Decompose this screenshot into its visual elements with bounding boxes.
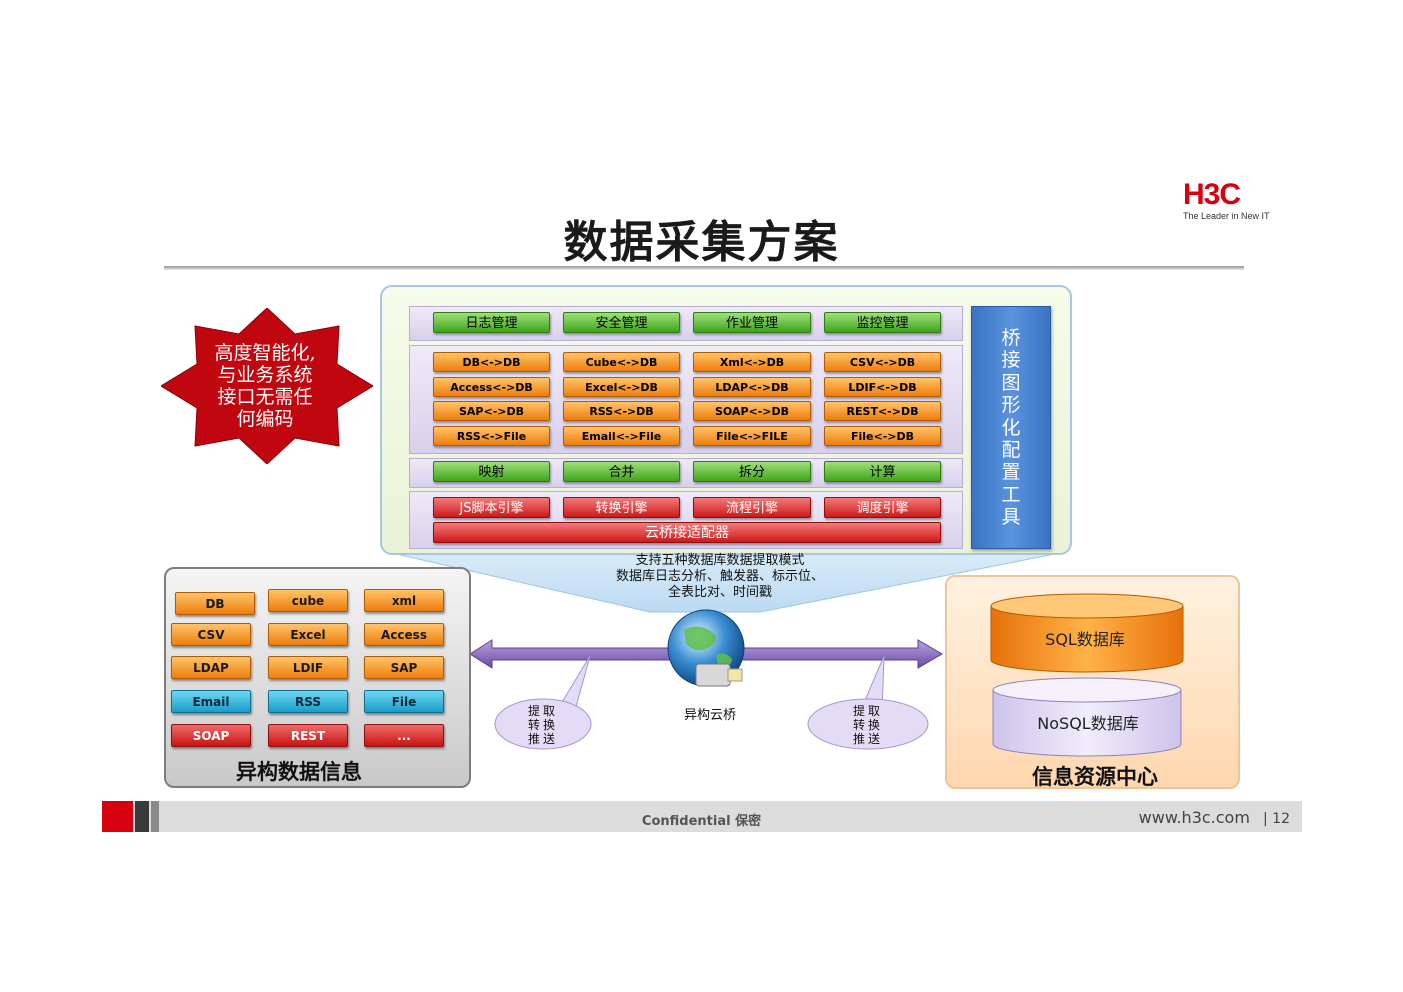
- source-item[interactable]: DB: [175, 592, 255, 615]
- footer-url[interactable]: www.h3c.com: [1138, 808, 1250, 827]
- footer-bar: [102, 801, 1302, 832]
- extraction-line: 支持五种数据库数据提取模式: [635, 553, 805, 568]
- badge-line: 何编码: [236, 408, 294, 430]
- badge-text: 高度智能化, 与业务系统 接口无需任 何编码: [180, 342, 350, 430]
- adapter-item[interactable]: LDIF<->DB: [824, 377, 941, 397]
- source-item[interactable]: RSS: [268, 690, 348, 713]
- tool-char: 形: [1001, 394, 1021, 417]
- source-item[interactable]: Access: [364, 623, 444, 646]
- adapter-item[interactable]: Access<->DB: [433, 377, 550, 397]
- btn-compute[interactable]: 计算: [824, 461, 941, 482]
- adapter-item[interactable]: Email<->File: [563, 426, 680, 446]
- hub-label: 异构云桥: [683, 708, 736, 723]
- adapter-item[interactable]: DB<->DB: [433, 352, 550, 372]
- adapter-item[interactable]: RSS<->File: [433, 426, 550, 446]
- btn-schedule-engine[interactable]: 调度引擎: [824, 497, 941, 518]
- tool-char: 置: [1001, 461, 1021, 484]
- adapter-item[interactable]: CSV<->DB: [824, 352, 941, 372]
- source-item[interactable]: CSV: [171, 623, 251, 646]
- page-number: | 12: [1263, 811, 1290, 827]
- adapter-item[interactable]: REST<->DB: [824, 401, 941, 421]
- btn-split[interactable]: 拆分: [693, 461, 811, 482]
- footer-confidential: Confidential 保密: [641, 814, 762, 829]
- btn-monitor-management[interactable]: 监控管理: [824, 312, 941, 333]
- resource-center-title: 信息资源中心: [1032, 765, 1158, 789]
- connector-plug-icon: [695, 663, 731, 687]
- bubble-line: 提取: [852, 704, 883, 718]
- badge-line: 高度智能化,: [214, 342, 316, 364]
- bubble-left-text: 提取 转换 推送: [513, 704, 573, 746]
- footer-url-page: www.h3c.com | 12: [1090, 808, 1290, 827]
- slide-title: 数据采集方案: [563, 217, 840, 268]
- logo-tagline: The Leader in New IT: [1183, 211, 1270, 221]
- title-divider: [164, 266, 1244, 270]
- source-item[interactable]: cube: [268, 589, 348, 612]
- source-item[interactable]: SOAP: [171, 724, 251, 747]
- logo-mark: H3C: [1183, 178, 1241, 211]
- bubble-line: 转换: [852, 718, 883, 732]
- source-item[interactable]: REST: [268, 724, 348, 747]
- bubble-line: 推送: [527, 732, 558, 746]
- source-item[interactable]: SAP: [364, 656, 444, 679]
- tool-char: 图: [1001, 371, 1021, 394]
- footer-accent-dark: [135, 801, 149, 832]
- sql-database-icon: [990, 593, 1184, 673]
- tool-char: 接: [1001, 349, 1021, 372]
- star-badge-icon: [161, 308, 373, 464]
- source-item[interactable]: xml: [364, 589, 444, 612]
- btn-merge[interactable]: 合并: [563, 461, 680, 482]
- adapter-item[interactable]: File<->FILE: [693, 426, 811, 446]
- badge-line: 与业务系统: [217, 364, 313, 386]
- btn-security-management[interactable]: 安全管理: [563, 312, 680, 333]
- nosql-database-icon: [992, 677, 1182, 757]
- tool-char: 配: [1001, 439, 1021, 462]
- tool-char: 工: [1001, 483, 1021, 506]
- tool-char: 桥: [1001, 327, 1021, 349]
- source-item[interactable]: ...: [364, 724, 444, 747]
- btn-mapping[interactable]: 映射: [433, 461, 550, 482]
- adapter-item[interactable]: SOAP<->DB: [693, 401, 811, 421]
- badge-line: 接口无需任: [217, 386, 313, 408]
- bubble-right: [807, 698, 929, 750]
- btn-log-management[interactable]: 日志管理: [433, 312, 550, 333]
- database-cylinders: [990, 593, 1184, 757]
- adapter-item[interactable]: Excel<->DB: [563, 377, 680, 397]
- btn-cloud-bridge-adapter[interactable]: 云桥接适配器: [433, 522, 941, 543]
- extraction-mode-text: 支持五种数据库数据提取模式 数据库日志分析、触发器、标示位、 全表比对、时间戳: [560, 553, 880, 601]
- heterogeneous-data-title: 异构数据信息: [236, 760, 362, 784]
- bridge-config-tool-label: 桥 接 图 形 化 配 置 工 具: [971, 327, 1051, 529]
- h3c-logo: H3C The Leader in New IT: [1183, 180, 1275, 224]
- tool-char: 具: [1001, 506, 1021, 529]
- adapter-item[interactable]: SAP<->DB: [433, 401, 550, 421]
- adapter-item[interactable]: LDAP<->DB: [693, 377, 811, 397]
- bubble-line: 推送: [852, 732, 883, 746]
- sql-database-label: SQL数据库: [1045, 630, 1125, 649]
- bubble-left: [494, 698, 592, 750]
- extraction-line: 数据库日志分析、触发器、标示位、: [615, 569, 824, 584]
- bubble-right-text: 提取 转换 推送: [838, 704, 898, 746]
- footer-accent-gray: [151, 801, 159, 832]
- adapter-item[interactable]: RSS<->DB: [563, 401, 680, 421]
- bubble-line: 转换: [527, 718, 558, 732]
- source-item[interactable]: LDAP: [171, 656, 251, 679]
- nosql-database-label: NoSQL数据库: [1037, 714, 1139, 733]
- bridge-config-tool[interactable]: [971, 306, 1051, 549]
- btn-transform-engine[interactable]: 转换引擎: [563, 497, 680, 518]
- source-item[interactable]: File: [364, 690, 444, 713]
- tool-char: 化: [1001, 416, 1021, 439]
- adapter-item[interactable]: Cube<->DB: [563, 352, 680, 372]
- adapter-item[interactable]: Xml<->DB: [693, 352, 811, 372]
- source-item[interactable]: LDIF: [268, 656, 348, 679]
- btn-flow-engine[interactable]: 流程引擎: [693, 497, 811, 518]
- source-item[interactable]: Excel: [268, 623, 348, 646]
- adapter-item[interactable]: File<->DB: [824, 426, 941, 446]
- extraction-line: 全表比对、时间戳: [667, 585, 772, 600]
- btn-js-engine[interactable]: JS脚本引擎: [433, 497, 550, 518]
- footer-accent-red: [102, 801, 133, 832]
- source-item[interactable]: Email: [171, 690, 251, 713]
- btn-job-management[interactable]: 作业管理: [693, 312, 811, 333]
- bubble-line: 提取: [527, 704, 558, 718]
